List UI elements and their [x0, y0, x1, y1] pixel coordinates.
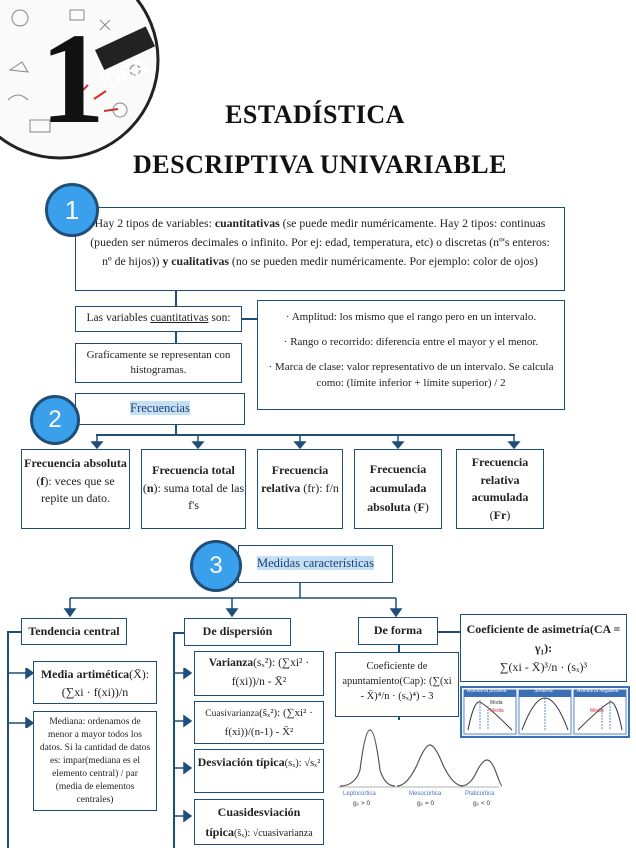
cuant-text-a: Las variables [86, 312, 150, 324]
desviacion-title: Desviación típica [198, 755, 285, 769]
title-line2: DESCRIPTIVA UNIVARIABLE [100, 150, 540, 180]
freq-total-desc: ): suma total de las f's [154, 481, 245, 513]
freq-relativa-desc: (fr): f/n [300, 481, 339, 495]
frecuencias-label: Frecuencias [130, 401, 190, 415]
cuasivarianza-box: Cuasivarianza(ŝₓ²): (∑xi² · f(xi))/(n-1)… [194, 701, 324, 744]
asym-media-label-neg: Media [590, 708, 604, 714]
bullet-marca: · Marca de clase: valor representativo d… [268, 359, 554, 391]
tendencia-central-box: Tendencia central [21, 618, 127, 645]
kurt-meso-val: g₂ = 0 [417, 800, 434, 807]
connector [7, 631, 9, 848]
dispersion-box: De dispersión [184, 618, 291, 646]
freq-absoluta-desc: ): veces que se repite un dato. [41, 474, 115, 506]
connector [173, 632, 184, 634]
intro-text-a: Hay 2 tipos de variables: [95, 216, 215, 230]
asym-symmetric-label: Simetría [534, 688, 553, 694]
idea-logo: IDEA 1 [0, 0, 165, 160]
frecuencias-arrows [0, 434, 636, 450]
apuntamiento-text: Coeficiente de apuntamiento(Cap): (∑(xi … [342, 661, 451, 702]
media-symbol: (X̄): [129, 667, 149, 681]
medidas-box: Medidas características [238, 545, 393, 583]
apuntamiento-box: Coeficiente de apuntamiento(Cap): (∑(xi … [335, 652, 459, 717]
bullet-amplitud: · Amplitud: los mismo que el rango pero … [268, 309, 554, 325]
mediana-text: Mediana: ordenamos de menor a mayor todo… [40, 717, 150, 805]
freq-absoluta-box: Frecuencia absoluta (f): veces que se re… [21, 449, 130, 529]
cuant-text-c: son: [208, 312, 230, 324]
cuasidesviacion-formula: (ŝₓ): √cuasivarianza [234, 828, 313, 839]
asimetria-figure: Asimetría positiva Simetría Asimetría ne… [460, 686, 630, 738]
media-box: Media artimética(X̄):(∑xi · f(xi))/n [33, 661, 157, 704]
medidas-label: Medidas características [257, 556, 374, 570]
kurt-lepto-val: g₂ > 0 [353, 800, 370, 807]
variables-intro-box: Hay 2 tipos de variables: cuantitativas … [75, 207, 565, 291]
asym-media-label: Media [490, 708, 504, 714]
intro-text-e: (no se pueden medir numéricamente. Por e… [229, 254, 538, 268]
freq-acum-abs-symbol: F [418, 500, 425, 514]
freq-total-title: Frecuencia total [152, 463, 235, 477]
dispersion-label: De dispersión [203, 624, 273, 638]
desviacion-box: Desviación típica(sₓ): √sₓ² [194, 749, 324, 793]
logo-number: 1 [40, 7, 105, 151]
media-formula: (∑xi · f(xi))/n [62, 685, 129, 699]
intro-cuantitativas: cuantitativas [215, 216, 280, 230]
title-line1: ESTADÍSTICA [180, 100, 450, 130]
idea-logo-graphic: IDEA 1 [0, 0, 165, 160]
section1-number-text: 1 [65, 195, 79, 226]
asimetria-formula: ∑(xi - X̄)³/n · (sₓ)³ [500, 660, 587, 674]
kurt-plati-label: Platicúrtica [465, 791, 494, 797]
asym-moda-label: Moda [490, 700, 503, 706]
freq-total-symbol: n [147, 481, 154, 495]
connector [7, 631, 21, 633]
asym-negative-label: Asimetría negativa [577, 688, 618, 694]
varianza-title: Varianza [209, 657, 253, 669]
kurt-meso-label: Mesocúrtica [409, 791, 441, 797]
connector [175, 291, 177, 307]
forma-box: De forma [358, 617, 438, 645]
frecuencias-box: Frecuencias [75, 393, 245, 425]
asimetria-box: Coeficiente de asimetría(CA = γ₁): ∑(xi -… [460, 614, 627, 682]
freq-total-box: Frecuencia total(n): suma total de las f… [141, 449, 246, 529]
cuasidesviacion-box: Cuasidesviación típica(ŝₓ): √cuasivarian… [194, 799, 324, 845]
connector [398, 645, 400, 652]
graf-text: Graficamente se representan con histogra… [87, 349, 231, 376]
section2-number-text: 2 [48, 406, 61, 434]
cuantitativas-box: Las variables cuantitativas son: [75, 306, 242, 332]
freq-rel-acum-symbol: Fr [494, 508, 507, 522]
desviacion-formula: (sₓ): √sₓ² [285, 758, 321, 769]
freq-rel-acum-box: Frecuencia relativa acumulada(Fr) [456, 449, 544, 529]
freq-acum-abs-paren: ( [411, 500, 418, 514]
tendencia-label: Tendencia central [28, 624, 119, 638]
freq-acum-abs-box: Frecuencia acumulada absoluta (F) [354, 449, 442, 529]
freq-rel-acum-close: ) [506, 508, 510, 522]
kurt-lepto-label: Leptocúrtica [343, 791, 376, 797]
section1-number: 1 [45, 183, 99, 237]
freq-rel-acum-title: Frecuencia relativa acumulada [472, 455, 529, 504]
connector [242, 318, 257, 320]
asimetria-title: Coeficiente de asimetría(CA = γ₁): [467, 622, 621, 655]
varianza-box: Varianza(sₓ²): (∑xi² · f(xi))/n - X̄² [194, 651, 324, 696]
cuant-text-b: cuantitativas [150, 312, 208, 324]
mediana-box: Mediana: ordenamos de menor a mayor todo… [33, 711, 157, 811]
section3-number-text: 3 [209, 552, 222, 580]
cuant-properties-box: · Amplitud: los mismo que el rango pero … [257, 300, 565, 410]
freq-absoluta-title: Frecuencia absoluta [24, 456, 127, 470]
connector [438, 631, 460, 633]
intro-cualitativas: y cualitativas [162, 254, 229, 268]
kurt-plati-val: g₂ < 0 [473, 800, 490, 807]
media-title: Media artimética [41, 667, 129, 681]
asym-positive-label: Asimetría positiva [467, 688, 506, 694]
freq-acum-abs-close: ) [425, 500, 429, 514]
freq-relativa-box: Frecuencia relativa (fr): f/n [257, 449, 343, 529]
histograma-box: Graficamente se representan con histogra… [75, 343, 242, 383]
cuasivarianza-title: Cuasivarianza [205, 709, 259, 719]
forma-label: De forma [374, 623, 422, 637]
bullet-rango: · Rango o recorrido: diferencia entre el… [268, 334, 554, 350]
